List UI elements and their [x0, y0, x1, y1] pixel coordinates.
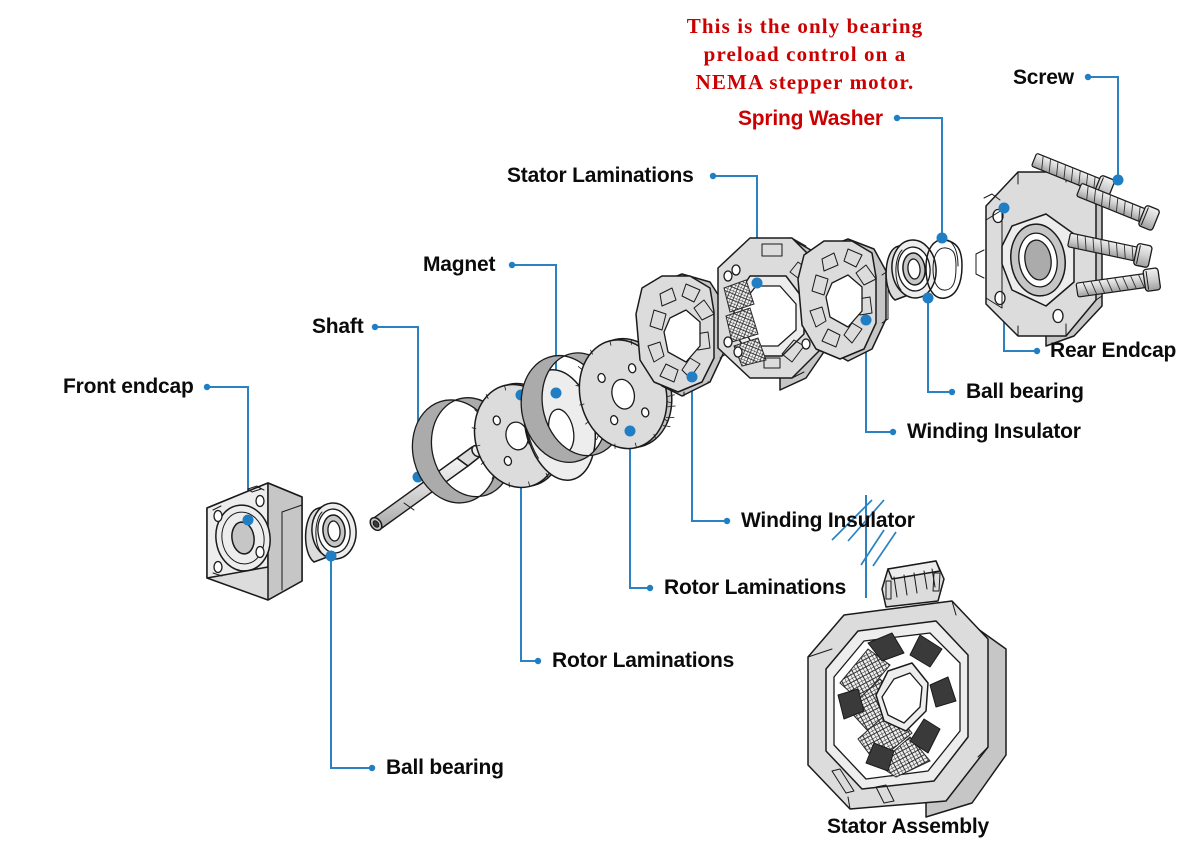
label-rotor-laminations-left: Rotor Laminations: [552, 649, 735, 672]
part-stator-assembly: [807, 560, 1007, 818]
label-winding-insulator-rear: Winding Insulator: [907, 420, 1081, 443]
preload-note: This is the only bearing preload control…: [645, 12, 965, 96]
stator-assembly-leaders: [831, 495, 897, 598]
label-stator-laminations: Stator Laminations: [507, 164, 694, 187]
label-rear-endcap: Rear Endcap: [1050, 339, 1177, 362]
label-front-endcap: Front endcap: [63, 375, 194, 398]
leader-lines: [207, 76, 1119, 769]
label-ball-bearing-front: Ball bearing: [386, 756, 504, 779]
part-winding-insulator-1: [635, 273, 727, 397]
part-ball-bearing-rear: [885, 239, 937, 304]
leader-label-dots: [203, 73, 1092, 772]
label-magnet: Magnet: [423, 253, 496, 276]
part-ball-bearing-front: [304, 502, 357, 563]
part-spring-washer: [925, 232, 963, 299]
preload-note-line-1: This is the only bearing: [686, 14, 924, 38]
label-shaft: Shaft: [312, 315, 364, 338]
part-stator-laminations: [717, 237, 829, 391]
part-rear-endcap: [975, 171, 1103, 347]
preload-note-line-2: preload control on a: [703, 42, 907, 67]
part-front-endcap: [206, 482, 303, 601]
label-ball-bearing-rear: Ball bearing: [966, 380, 1084, 403]
part-winding-insulator-2: [797, 238, 889, 362]
part-screws: [1031, 153, 1161, 298]
label-screw: Screw: [1013, 66, 1074, 89]
label-winding-insulator-center: Winding Insulator: [741, 509, 915, 532]
preload-note-line-3: NEMA stepper motor.: [695, 70, 915, 95]
label-rotor-laminations-center: Rotor Laminations: [664, 576, 847, 599]
label-spring-washer: Spring Washer: [738, 107, 883, 130]
label-stator-assembly: Stator Assembly: [827, 815, 989, 838]
